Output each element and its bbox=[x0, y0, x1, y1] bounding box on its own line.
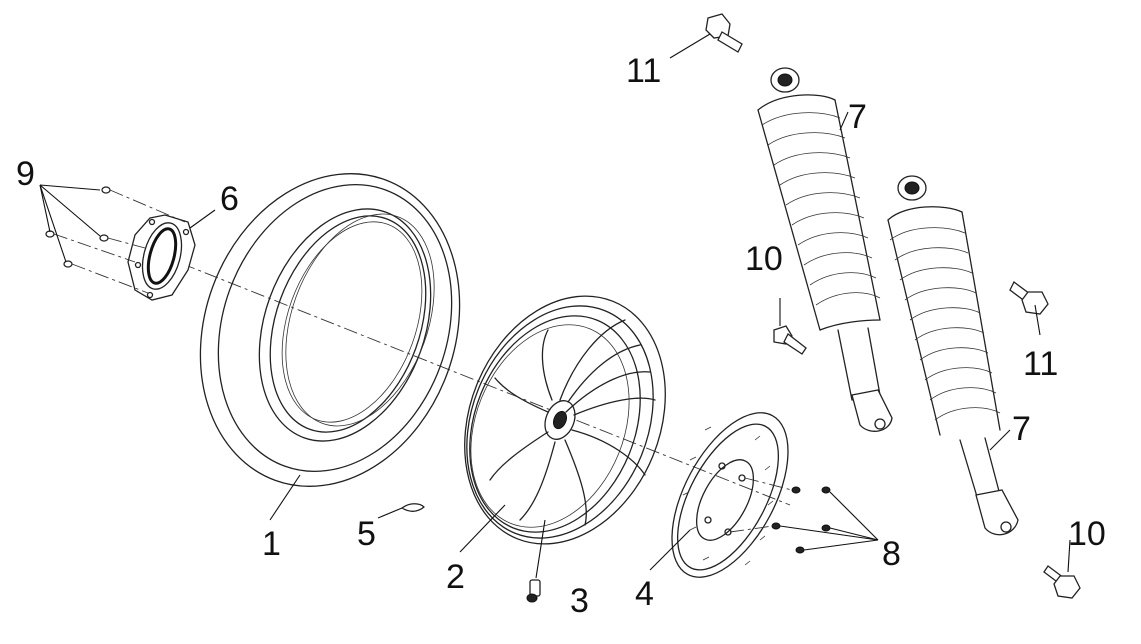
callout-8: 8 bbox=[882, 535, 901, 573]
bolt-upper-left-part bbox=[705, 13, 743, 53]
leader-lines bbox=[39, 33, 1071, 579]
sprocket-part bbox=[127, 214, 196, 301]
callout-labels: 1 2 3 4 5 6 7 7 8 9 10 10 11 11 bbox=[16, 52, 1106, 620]
flange-bolts-part bbox=[45, 186, 186, 294]
clip-part bbox=[401, 503, 425, 512]
disc-bolts-part bbox=[729, 477, 831, 554]
callout-10-right: 10 bbox=[1068, 515, 1106, 553]
callout-5: 5 bbox=[357, 515, 376, 553]
tire-part bbox=[199, 173, 461, 487]
valve-part bbox=[526, 579, 541, 603]
brake-disc-part bbox=[671, 412, 789, 578]
bolt-upper-right-part bbox=[1009, 281, 1049, 315]
callout-7-left: 7 bbox=[848, 98, 867, 136]
callout-2: 2 bbox=[446, 558, 465, 596]
callout-4: 4 bbox=[635, 575, 654, 613]
rim-part bbox=[464, 295, 666, 545]
callout-7-right: 7 bbox=[1012, 410, 1031, 448]
callout-10-left: 10 bbox=[745, 240, 783, 278]
shock-absorber-left-part bbox=[757, 67, 893, 432]
wheel-axis-centerline bbox=[134, 244, 791, 506]
shock-absorber-right-part bbox=[887, 175, 1019, 536]
callout-9: 9 bbox=[16, 155, 35, 193]
callout-6: 6 bbox=[220, 180, 239, 218]
callout-3: 3 bbox=[570, 582, 589, 620]
callout-11-left: 11 bbox=[626, 52, 661, 90]
callout-1: 1 bbox=[262, 525, 281, 563]
bolt-lower-left-part bbox=[773, 325, 807, 355]
callout-11-right: 11 bbox=[1023, 345, 1058, 383]
bolt-lower-right-part bbox=[1043, 565, 1081, 599]
